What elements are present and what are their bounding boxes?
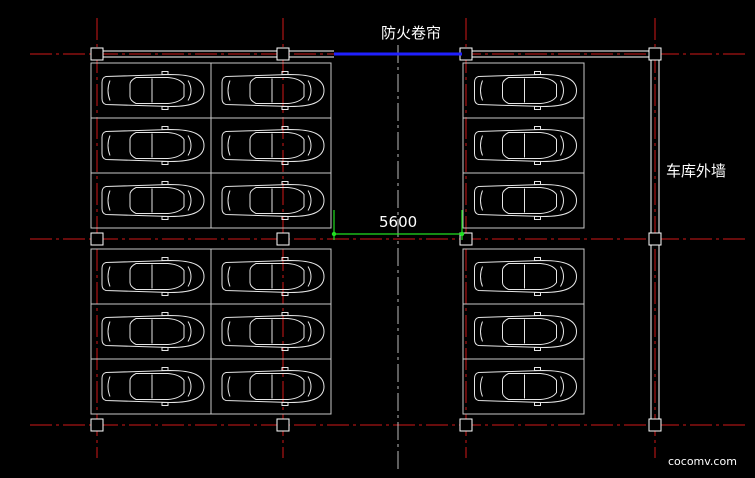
- column-square: [90, 232, 104, 246]
- car-icon: [474, 312, 577, 351]
- parking-stall: [210, 117, 332, 174]
- parking-stall: [462, 248, 585, 305]
- annotation-lines: [331, 52, 465, 240]
- car-icon: [101, 71, 205, 110]
- garage-wall-lines: [97, 50, 660, 425]
- car-icon: [221, 126, 325, 165]
- car-icon: [474, 126, 577, 165]
- car-icon: [101, 312, 205, 351]
- column-square: [648, 47, 662, 61]
- car-icon: [474, 367, 577, 406]
- car-icon: [221, 312, 325, 351]
- fire-shutter-label: 防火卷帘: [381, 24, 441, 42]
- parking-stall: [90, 172, 212, 229]
- column-square: [459, 232, 473, 246]
- parking-stall: [210, 248, 332, 305]
- column-square: [90, 418, 104, 432]
- parking-stall: [90, 303, 212, 360]
- car-icon: [221, 181, 325, 220]
- parking-stall: [210, 172, 332, 229]
- parking-stall: [462, 358, 585, 415]
- parking-stall: [90, 62, 212, 119]
- dimension-tick: [459, 231, 465, 237]
- parking-stall: [462, 303, 585, 360]
- car-icon: [101, 126, 205, 165]
- parking-stall: [90, 248, 212, 305]
- watermark-text: cocomv.com: [668, 455, 737, 468]
- car-icon: [474, 181, 577, 220]
- car-icon: [221, 367, 325, 406]
- column-square: [459, 418, 473, 432]
- dimension-tick: [331, 231, 337, 237]
- car-icon: [474, 257, 577, 296]
- car-icon: [101, 367, 205, 406]
- dimension-label: 5600: [379, 213, 417, 231]
- car-icon: [101, 181, 205, 220]
- parking-stalls: [90, 62, 585, 415]
- column-square: [276, 232, 290, 246]
- column-square: [648, 418, 662, 432]
- axis-lines: [30, 18, 745, 470]
- parking-stall: [210, 303, 332, 360]
- parking-stall: [462, 62, 585, 119]
- car-icon: [101, 257, 205, 296]
- structural-columns: [90, 47, 662, 432]
- column-square: [276, 47, 290, 61]
- parking-stall: [462, 172, 585, 229]
- parking-stall: [210, 358, 332, 415]
- car-icon: [474, 71, 577, 110]
- parking-stall: [462, 117, 585, 174]
- car-icon: [221, 257, 325, 296]
- parking-stall: [90, 117, 212, 174]
- column-square: [276, 418, 290, 432]
- parking-stall: [90, 358, 212, 415]
- column-square: [648, 232, 662, 246]
- parking-stall: [210, 62, 332, 119]
- column-square: [90, 47, 104, 61]
- car-icon: [221, 71, 325, 110]
- garage-wall-label: 车库外墙: [666, 162, 726, 180]
